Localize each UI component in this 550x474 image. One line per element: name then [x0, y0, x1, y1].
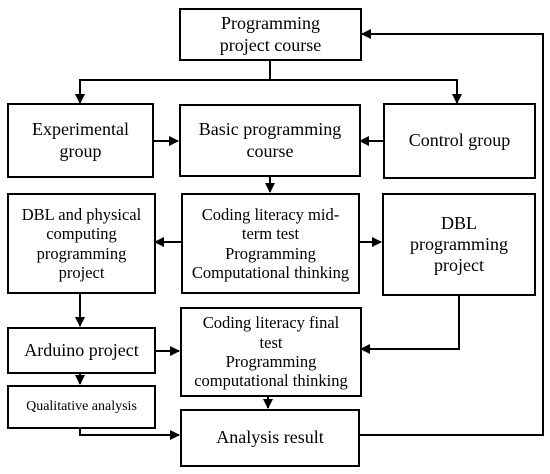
- dbl-programming-project-box: DBL programming project: [382, 193, 536, 296]
- arduino-project-box: Arduino project: [7, 327, 156, 374]
- control-group-box: Control group: [383, 103, 536, 179]
- qualitative-analysis-box: Qualitative analysis: [7, 385, 156, 429]
- dbl-programming-project-label: DBL programming project: [410, 212, 508, 276]
- basic-programming-course-label: Basic programming course: [198, 119, 342, 161]
- midterm-test-computational-thinking: Computational thinking: [191, 262, 350, 282]
- final-test-box: Coding literacy final test Programming c…: [180, 307, 362, 397]
- midterm-test-programming: Programming: [225, 243, 316, 263]
- edge-dbl-programming-to-final: [360, 295, 460, 354]
- basic-programming-course-box: Basic programming course: [179, 104, 361, 177]
- edge-course-to-experimental: [75, 79, 270, 104]
- programming-project-course-label: Programming project course: [219, 13, 322, 55]
- edge-course-to-control: [270, 79, 462, 104]
- final-test-subjects: Programming computational thinking: [194, 352, 348, 391]
- arduino-project-label: Arduino project: [24, 339, 139, 360]
- programming-project-course-box: Programming project course: [179, 8, 362, 61]
- analysis-result-label: Analysis result: [216, 427, 324, 448]
- qualitative-analysis-label: Qualitative analysis: [26, 398, 137, 414]
- experimental-group-label: Experimental group: [32, 119, 129, 161]
- analysis-result-box: Analysis result: [180, 409, 360, 467]
- experimental-group-box: Experimental group: [7, 103, 154, 178]
- midterm-test-title: Coding literacy mid-term test: [201, 204, 340, 244]
- dbl-physical-computing-project-box: DBL and physical computing programming p…: [7, 193, 156, 294]
- final-test-title: Coding literacy final test: [202, 313, 340, 352]
- edge-analysis-to-course-feedback: [359, 29, 544, 436]
- midterm-test-box: Coding literacy mid-term test Programmin…: [181, 193, 360, 294]
- control-group-label: Control group: [408, 130, 511, 151]
- edge-qualitative-to-analysis: [79, 428, 180, 440]
- dbl-physical-computing-project-label: DBL and physical computing programming p…: [21, 204, 142, 282]
